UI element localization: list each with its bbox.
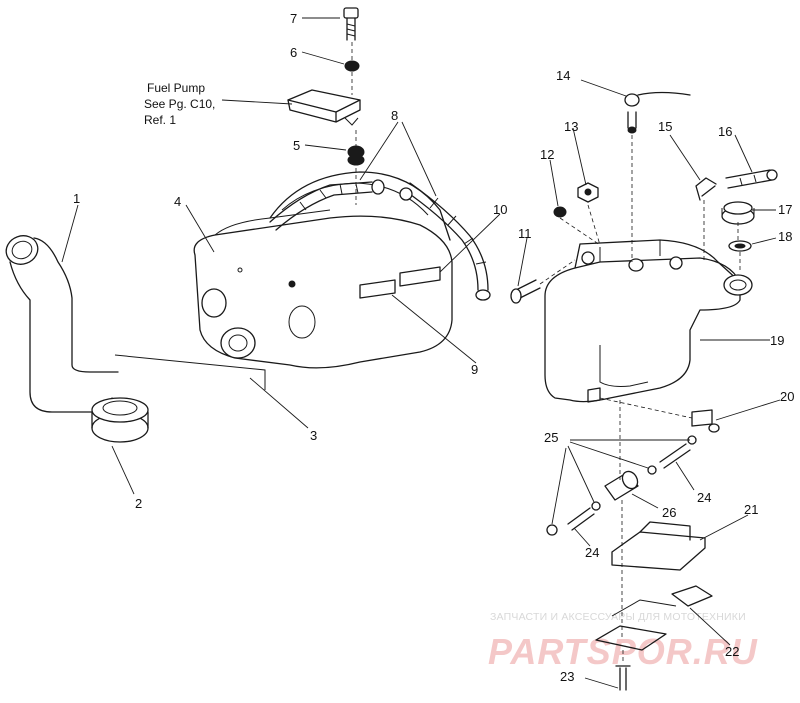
fuel-pump-reference — [287, 89, 361, 126]
part-18-seal — [728, 240, 752, 252]
part-23-screw — [615, 650, 631, 691]
part-6-washer — [344, 60, 360, 72]
callout-1: 1 — [73, 191, 80, 206]
callout-24-upper: 24 — [697, 490, 711, 505]
callout-9: 9 — [471, 362, 478, 377]
part-8-hoses — [269, 179, 491, 301]
note-line-2: See Pg. C10, — [144, 97, 215, 111]
callout-14: 14 — [556, 68, 570, 83]
fuel-pump-note: Fuel Pump See Pg. C10, Ref. 1 — [144, 81, 215, 127]
callout-11: 11 — [518, 226, 532, 241]
part-22-plate — [595, 585, 713, 651]
callout-8: 8 — [391, 108, 398, 123]
callout-23: 23 — [560, 669, 574, 684]
part-25-clamps — [546, 435, 697, 536]
part-1-filler-neck — [5, 235, 119, 413]
part-17-cap — [721, 201, 755, 225]
part-24-fuel-line-lower — [567, 507, 595, 531]
part-14-sensor — [624, 91, 691, 262]
callout-22: 22 — [725, 644, 739, 659]
callout-25: 25 — [544, 430, 558, 445]
part-5-nut — [347, 145, 365, 166]
part-26-fuel-filter — [604, 470, 639, 501]
part-9-decal — [359, 279, 396, 299]
part-13-nut — [577, 182, 599, 203]
callout-10: 10 — [493, 202, 507, 217]
watermark: ЗАПЧАСТИ И АКСЕССУАРЫ ДЛЯ МОТОТЕХНИКИ PA… — [488, 611, 758, 672]
callout-26: 26 — [662, 505, 676, 520]
part-2-grommet — [91, 397, 149, 443]
watermark-brand: PARTSPOR.RU — [488, 631, 758, 672]
part-15-elbow — [695, 177, 717, 201]
callout-2: 2 — [135, 496, 142, 511]
callout-5: 5 — [293, 138, 300, 153]
part-16-vent-hose — [725, 169, 778, 189]
watermark-tagline: ЗАПЧАСТИ И АКСЕССУАРЫ ДЛЯ МОТОТЕХНИКИ — [490, 611, 746, 623]
part-4-fuel-tank — [193, 171, 453, 369]
callout-numbers: 1 2 3 4 5 6 7 8 9 10 11 12 13 14 15 16 1… — [73, 11, 794, 684]
callout-17: 17 — [778, 202, 792, 217]
callout-19: 19 — [770, 333, 784, 348]
leader-lines — [61, 17, 781, 689]
part-7-bolt — [343, 7, 359, 41]
part-12-bushing — [553, 206, 567, 218]
part-20-fitting — [599, 397, 720, 433]
part-11-bolt — [510, 259, 576, 304]
callout-4: 4 — [174, 194, 181, 209]
part-21-bracket — [611, 521, 706, 571]
callout-24-lower: 24 — [585, 545, 599, 560]
callout-6: 6 — [290, 45, 297, 60]
part-3-mount-strap — [114, 354, 266, 390]
callout-12: 12 — [540, 147, 554, 162]
note-line-3: Ref. 1 — [144, 113, 176, 127]
callout-7: 7 — [290, 11, 297, 26]
part-10-decal — [399, 266, 441, 287]
callout-13: 13 — [564, 119, 578, 134]
callout-18: 18 — [778, 229, 792, 244]
callout-20: 20 — [780, 389, 794, 404]
callout-3: 3 — [310, 428, 317, 443]
part-19-oil-tank — [544, 239, 753, 403]
callout-21: 21 — [744, 502, 758, 517]
part-24-fuel-line-upper — [659, 443, 691, 469]
callout-15: 15 — [658, 119, 672, 134]
callout-16: 16 — [718, 124, 732, 139]
note-line-1: Fuel Pump — [147, 81, 205, 95]
